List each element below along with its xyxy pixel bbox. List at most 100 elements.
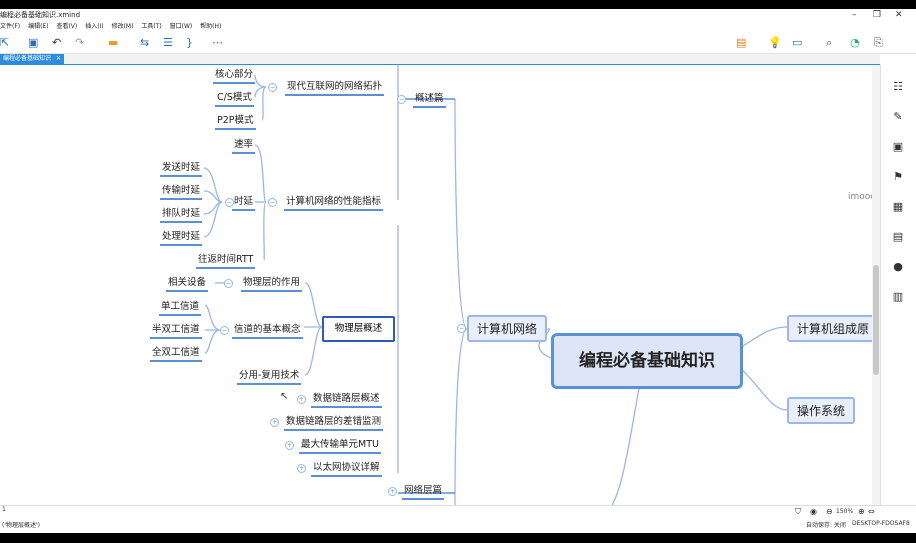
format-brush-icon[interactable]: ✎: [893, 110, 903, 123]
undo-icon[interactable]: ↶: [52, 36, 62, 49]
outline-icon[interactable]: ☷: [893, 80, 903, 93]
topic-icon[interactable]: ▬: [108, 36, 119, 49]
node-link-overview[interactable]: 数据链路层概述: [311, 393, 382, 408]
collapse-toggle-performance[interactable]: −: [268, 198, 277, 207]
menu-bar: 文件(F) 编辑(E) 查看(V) 插入(I) 修改(M) 工具(T) 窗口(W…: [0, 21, 916, 32]
expand-toggle-link-2[interactable]: +: [270, 418, 279, 427]
node-operating-system[interactable]: 操作系统: [787, 397, 856, 424]
presentation-icon[interactable]: ▤: [736, 36, 747, 49]
computer-name: DESKTOP-FDOSAF8: [852, 520, 910, 527]
menu-insert[interactable]: 插入(I): [85, 23, 104, 30]
tab-mindmap[interactable]: 编程必备基础知识 ✕: [0, 54, 64, 64]
node-cs-mode[interactable]: C/S模式: [215, 92, 254, 107]
eye-icon[interactable]: ◉: [810, 507, 817, 516]
brainstorm-icon[interactable]: 💡: [768, 36, 782, 49]
notes-icon[interactable]: ▤: [892, 230, 904, 243]
node-proc-delay[interactable]: 处理时延: [160, 231, 203, 246]
filter-icon[interactable]: ⛉: [795, 507, 801, 516]
comments-icon[interactable]: ●: [893, 260, 903, 273]
menu-edit[interactable]: 编辑(E): [28, 23, 49, 30]
zoom-level: 150%: [836, 508, 854, 515]
menu-file[interactable]: 文件(F): [0, 23, 21, 30]
node-trans-delay[interactable]: 传输时延: [160, 185, 203, 200]
relationship-icon[interactable]: ⇆: [140, 36, 150, 49]
menu-view[interactable]: 查看(V): [56, 23, 78, 30]
tab-close-icon[interactable]: ✕: [55, 55, 61, 62]
node-core[interactable]: 核心部分: [213, 69, 256, 84]
mindmap-canvas[interactable]: − − − − − − − + + + + + 核心部分 C/S模式 P2P模式…: [0, 65, 880, 513]
gantt-icon[interactable]: ▭: [792, 36, 803, 49]
collapse-toggle-topology[interactable]: −: [268, 83, 277, 92]
node-full-duplex[interactable]: 全双工信道: [150, 347, 202, 362]
node-mux[interactable]: 分用-复用技术: [237, 370, 302, 385]
node-mtu[interactable]: 最大传输单元MTU: [299, 439, 381, 454]
node-channel-basics[interactable]: 信道的基本概念: [232, 324, 303, 339]
fit-icon[interactable]: ⇔: [868, 507, 875, 516]
connector-lines: [203, 65, 788, 505]
tasks-icon[interactable]: ▥: [892, 290, 904, 303]
tab-bar: 编程必备基础知识 ✕: [0, 54, 880, 65]
export-icon[interactable]: ⎘: [874, 36, 883, 49]
node-link-error[interactable]: 数据链路层的差错监测: [284, 416, 384, 431]
central-topic[interactable]: 编程必备基础知识: [551, 333, 743, 389]
node-physical-role[interactable]: 物理层的作用: [241, 277, 303, 292]
save-icon[interactable]: ▣: [28, 36, 39, 49]
page-indicator: 1: [2, 506, 6, 513]
boundary-icon[interactable]: }: [186, 36, 193, 49]
menu-window[interactable]: 窗口(W): [169, 23, 193, 30]
node-rate[interactable]: 速率: [232, 139, 256, 154]
expand-toggle-network-layer[interactable]: +: [388, 487, 397, 496]
app-window: 编程必备基础知识.xmind – ❐ ✕ 文件(F) 编辑(E) 查看(V) 插…: [0, 9, 916, 533]
expand-toggle-link-4[interactable]: +: [297, 464, 306, 473]
watermark-text: imooc: [848, 192, 876, 202]
node-send-delay[interactable]: 发送时延: [160, 162, 203, 177]
node-simplex[interactable]: 单工信道: [159, 301, 202, 316]
vertical-scroll-thumb[interactable]: [873, 265, 879, 375]
node-network-layer[interactable]: 网络层篇: [402, 485, 445, 500]
node-devices[interactable]: 相关设备: [166, 277, 209, 292]
collapse-toggle-role[interactable]: −: [224, 279, 233, 288]
pin-icon[interactable]: ⇱: [0, 36, 10, 49]
zoom-in-icon[interactable]: ⊕: [858, 507, 865, 516]
node-rtt[interactable]: 往返时间RTT: [196, 254, 256, 269]
collapse-toggle-channel[interactable]: −: [220, 326, 229, 335]
node-ethernet[interactable]: 以太网协议详解: [311, 462, 382, 477]
node-physical-overview-selected[interactable]: 物理层概述: [322, 316, 395, 342]
redo-icon[interactable]: ↷: [75, 36, 85, 49]
collapse-toggle-network[interactable]: −: [457, 324, 466, 333]
mouse-cursor-icon: ↖: [280, 391, 289, 402]
toolbar: ⇱ ▣ ↶ ↷ ▬ ⇆ ☰ } ⋯ ▤ 💡 ▭ ⌕ ◔ ⎘: [0, 33, 916, 54]
search-icon[interactable]: ⌕: [826, 36, 833, 49]
expand-toggle-link-1[interactable]: +: [297, 395, 306, 404]
node-performance[interactable]: 计算机网络的性能指标: [284, 196, 384, 211]
minimize-button[interactable]: –: [852, 10, 857, 20]
autosave-status: 自动保存: 关闭: [806, 522, 846, 529]
menu-modify[interactable]: 修改(M): [111, 23, 134, 30]
image-icon[interactable]: ▣: [892, 140, 904, 153]
node-p2p-mode[interactable]: P2P模式: [215, 115, 256, 130]
share-icon[interactable]: ◔: [850, 36, 860, 49]
maximize-button[interactable]: ❐: [873, 10, 882, 20]
more-icon[interactable]: ⋯: [212, 36, 223, 49]
vertical-scrollbar[interactable]: [872, 65, 880, 505]
node-half-duplex[interactable]: 半双工信道: [150, 324, 202, 339]
summary-icon[interactable]: ☰: [163, 36, 173, 49]
flag-icon[interactable]: ⚑: [893, 170, 903, 183]
node-delay[interactable]: 时延: [232, 196, 256, 211]
selection-status: ('物理层概述'): [2, 522, 40, 529]
status-bar: 1 ('物理层概述') ⛉ ◉ ⊖ 150% ⊕ ⇔ 自动保存: 关闭 DESK…: [0, 505, 916, 533]
menu-help[interactable]: 帮助(H): [200, 23, 222, 30]
close-window-button[interactable]: ✕: [895, 10, 903, 20]
collapse-toggle-delay[interactable]: −: [225, 198, 234, 207]
node-computer-network[interactable]: 计算机网络: [467, 315, 548, 342]
zoom-out-icon[interactable]: ⊖: [826, 507, 833, 516]
clipart-icon[interactable]: ▦: [892, 200, 904, 213]
node-queue-delay[interactable]: 排队时延: [160, 208, 203, 223]
title-bar: 编程必备基础知识.xmind – ❐ ✕: [0, 9, 916, 21]
node-overview[interactable]: 概述篇: [413, 93, 446, 108]
expand-toggle-link-3[interactable]: +: [285, 441, 294, 450]
node-computer-organization[interactable]: 计算机组成原: [787, 315, 880, 342]
node-topology[interactable]: 现代互联网的网络拓扑: [285, 81, 385, 96]
collapse-toggle-overview[interactable]: −: [397, 95, 406, 104]
menu-tools[interactable]: 工具(T): [141, 23, 162, 30]
